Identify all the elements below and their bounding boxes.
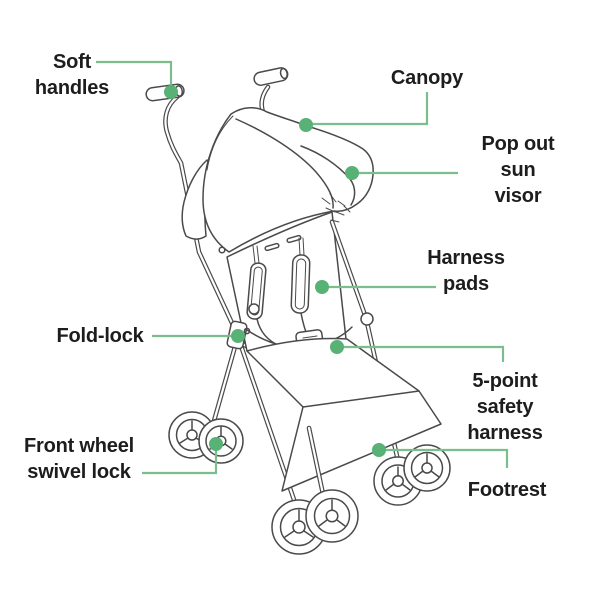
frame-joint — [360, 312, 374, 326]
dot-fold-lock — [231, 329, 245, 343]
dot-footrest — [372, 443, 386, 457]
front-left-wheels — [168, 411, 244, 464]
label-fold-lock: Fold-lock — [56, 325, 144, 347]
label-front-wheel-swivel-lock: Front wheel swivel lock — [23, 435, 135, 483]
visor-mesh — [321, 193, 351, 223]
front-right-wheels — [271, 489, 359, 555]
dot-front-wheel-swivel-lock — [209, 437, 223, 451]
dot-canopy — [299, 118, 313, 132]
stroller-illustration — [145, 67, 451, 555]
connector-front-wheel-swivel-lock — [142, 449, 218, 475]
connector-canopy — [309, 92, 429, 126]
rear-right-wheels — [373, 444, 451, 506]
dot-harness-pads — [315, 280, 329, 294]
label-five-point-safety-harness: 5-point safety harness — [467, 370, 543, 444]
dot-soft-handles — [164, 85, 178, 99]
footrest-panel — [281, 390, 442, 492]
connector-soft-handles — [96, 60, 173, 88]
dot-five-point-harness — [330, 340, 344, 354]
label-harness-pads: Harness pads — [427, 247, 505, 295]
label-pop-out-sun-visor: Pop out sun visor — [481, 133, 555, 207]
seat-back — [226, 211, 369, 352]
dot-pop-out-sun-visor — [345, 166, 359, 180]
connector-footrest — [382, 448, 509, 468]
label-canopy: Canopy — [390, 67, 464, 89]
connector-five-point-harness — [342, 345, 505, 362]
annotation-layer — [96, 60, 509, 475]
label-soft-handles: Soft handles — [34, 51, 110, 99]
label-footrest: Footrest — [467, 479, 547, 501]
right-handle — [253, 67, 289, 115]
canopy-art — [202, 107, 374, 254]
